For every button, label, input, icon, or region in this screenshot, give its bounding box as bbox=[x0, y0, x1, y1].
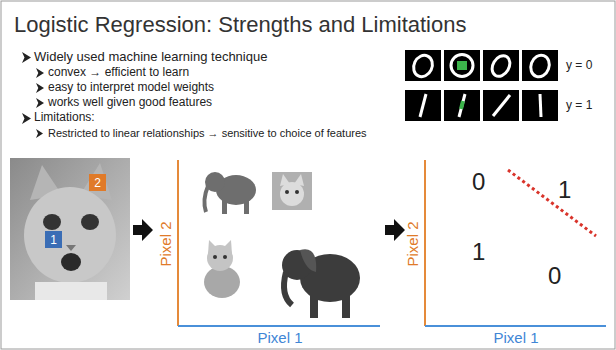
class-value: 0 bbox=[548, 262, 561, 290]
class-value: 1 bbox=[558, 176, 571, 204]
callout-box: 2 bbox=[89, 174, 106, 191]
bullet-text: Limitations: bbox=[34, 111, 95, 125]
sub-bullet-text: easy to interpret model weights bbox=[48, 81, 214, 95]
callout-box: 1 bbox=[45, 231, 62, 248]
callout-number: 2 bbox=[94, 177, 101, 189]
bullet-text: Widely used machine learning technique bbox=[34, 50, 267, 65]
sub-bullet-text: works well given good features bbox=[48, 96, 212, 110]
axis-label: Pixel 2 bbox=[157, 221, 174, 266]
class-value: 0 bbox=[472, 168, 485, 196]
sub-bullet-text: convex → efficient to learn bbox=[48, 66, 189, 80]
sub-bullet-text: Restricted to linear relationships → sen… bbox=[48, 127, 367, 140]
class-label: y = 1 bbox=[566, 99, 592, 113]
class-value: 1 bbox=[472, 238, 485, 266]
class-label: y = 0 bbox=[566, 59, 592, 73]
slide-title: Logistic Regression: Strengths and Limit… bbox=[14, 12, 466, 37]
axis-label: Pixel 2 bbox=[404, 221, 421, 266]
callout-number: 1 bbox=[50, 234, 57, 246]
axis-label: Pixel 1 bbox=[257, 329, 302, 346]
axis-label: Pixel 1 bbox=[493, 329, 538, 346]
